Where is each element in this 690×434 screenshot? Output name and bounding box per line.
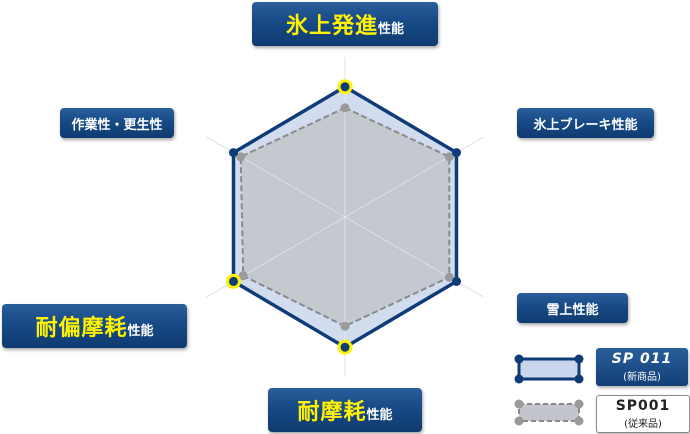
series-new-point bbox=[452, 148, 461, 158]
radar-spoke-overlay bbox=[206, 136, 346, 218]
legend-label-old: SP001 (従来品) bbox=[596, 395, 690, 433]
series-old-point bbox=[340, 321, 350, 331]
series-new-point bbox=[229, 148, 238, 158]
series-old-point bbox=[444, 272, 454, 282]
series-old-point bbox=[444, 152, 454, 162]
axis-label-workability: 作業性・更生性 bbox=[60, 108, 174, 138]
legend-symbol-old-point bbox=[514, 399, 524, 409]
axis-label-ice-brake: 氷上ブレーキ性能 bbox=[517, 108, 654, 138]
legend-label-new: SP 011 (新商品) bbox=[596, 348, 688, 386]
series-new-point bbox=[340, 82, 350, 92]
series-old-line bbox=[239, 106, 451, 328]
legend-symbol-old-point bbox=[514, 416, 524, 426]
legend-symbol-new-point bbox=[514, 374, 524, 384]
axis-label-ice-start: 氷上発進性能 bbox=[252, 2, 438, 46]
legend-symbol-new bbox=[517, 357, 581, 381]
series-old-point bbox=[236, 152, 246, 162]
series-old-point bbox=[340, 103, 350, 113]
legend-symbol-old-point bbox=[574, 416, 584, 426]
legend-symbol-old-point bbox=[574, 399, 584, 409]
series-new-point bbox=[452, 276, 461, 286]
radar-spoke-overlay bbox=[344, 136, 484, 218]
legend-symbol-old bbox=[518, 403, 580, 422]
series-new-point bbox=[229, 276, 238, 286]
legend-symbol-new-point bbox=[574, 374, 584, 384]
axis-label-wear-resistance: 耐摩耗性能 bbox=[268, 388, 422, 432]
legend-symbol-new-point bbox=[574, 354, 584, 364]
series-new-point bbox=[340, 342, 350, 352]
axis-label-snow: 雪上性能 bbox=[517, 293, 628, 323]
legend-symbol-new-point bbox=[514, 354, 524, 364]
series-old-point bbox=[238, 271, 248, 281]
axis-label-uneven-wear: 耐偏摩耗性能 bbox=[2, 304, 187, 348]
radar-spoke-overlay bbox=[344, 216, 484, 298]
